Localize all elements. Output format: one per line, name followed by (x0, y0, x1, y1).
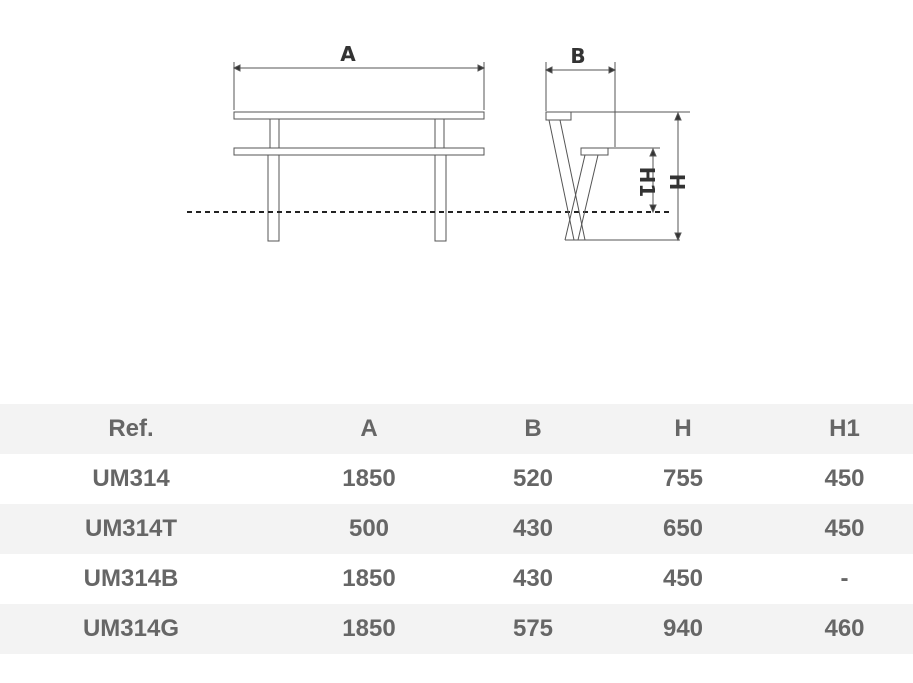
cell-b: 430 (512, 515, 554, 542)
header-h: H (674, 415, 692, 442)
table-row: UM314B 1850 430 450 - (0, 554, 913, 604)
cell-h: 755 (662, 465, 704, 492)
cell-a: 1850 (342, 615, 396, 642)
table-row: UM314T 500 430 650 450 (0, 504, 913, 554)
cell-b: 430 (512, 565, 554, 592)
cell-b: 575 (512, 615, 554, 642)
header-b: B (524, 415, 542, 442)
cell-a: 1850 (342, 565, 396, 592)
cell-a: 500 (348, 515, 390, 542)
cell-h: 450 (662, 565, 704, 592)
cell-ref: UM314T (84, 515, 178, 542)
label-b: B (570, 44, 585, 68)
header-a: A (360, 415, 378, 442)
backrest-board (233, 111, 485, 120)
label-h: H (665, 174, 689, 191)
header-h1: H1 (829, 415, 860, 442)
leg-right (434, 118, 445, 149)
cell-h: 940 (662, 615, 704, 642)
table-row: UM314G 1850 575 940 460 (0, 604, 913, 654)
cell-h1: 460 (824, 615, 865, 642)
header-ref: Ref. (108, 415, 154, 442)
side-view (544, 62, 690, 242)
cell-h1: 450 (824, 515, 865, 542)
front-view (232, 62, 486, 242)
cell-a: 1850 (342, 465, 396, 492)
bench-dimension-drawing: A B H1 H (187, 42, 690, 242)
leg-left (269, 118, 280, 149)
cell-h1: - (840, 565, 849, 592)
seat-board (233, 147, 485, 156)
dimensions-table: Ref. A B H H1 UM314 1850 520 755 450 UM3… (0, 404, 913, 654)
cell-ref: UM314G (82, 615, 180, 642)
cell-ref: UM314 (92, 465, 170, 492)
cell-b: 520 (512, 465, 554, 492)
cell-h1: 450 (824, 465, 865, 492)
label-h1: H1 (635, 167, 659, 198)
label-a: A (340, 42, 356, 66)
cell-h: 650 (662, 515, 704, 542)
table-row: UM314 1850 520 755 450 (0, 454, 913, 504)
table-header-row: Ref. A B H H1 (0, 404, 913, 454)
cell-ref: UM314B (83, 565, 179, 592)
